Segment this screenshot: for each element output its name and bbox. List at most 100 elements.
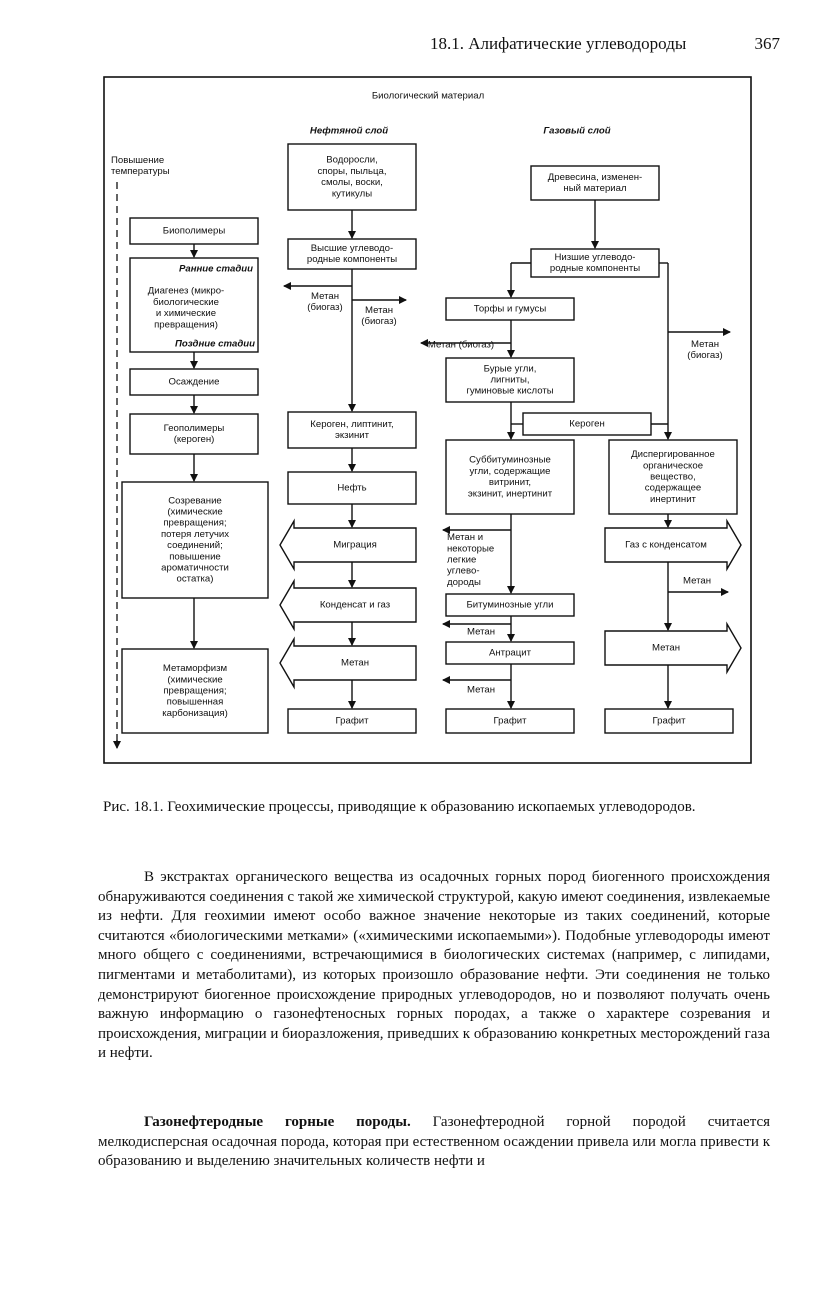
lower-hc-box [530,248,660,278]
oil-kerogen-label-line-2: экзинит [335,430,370,441]
maturation-label-line-5: соединений; [167,540,223,551]
early-stages-label: Ранние стадии [179,264,253,275]
paragraph-term: Газонефтеродные горные породы. [144,1114,411,1130]
metamorphism-label-line-2: (химические [167,674,222,685]
wood-box [530,165,660,201]
metamorphism-label-line-5: карбонизация) [162,708,228,719]
gas-graphite-1-label: Графит [494,716,528,727]
temperature-label-line-1: Повышение [111,155,164,166]
gas-column-heading: Газовый слой [543,126,610,137]
paragraph-source-rocks: Газонефтеродные горные породы. Газонефте… [98,1113,770,1172]
gas-methane-biogas-right-label-line-2: (биогаз) [687,350,723,361]
figure-frame [103,76,752,764]
algae-box [287,143,417,211]
peat-box [445,297,575,321]
metamorphism-box [121,648,269,734]
maturation-label-line-7: ароматичности [161,563,229,574]
subbituminous-label-line-3: витринит, [489,477,531,488]
oil-kerogen-box [287,411,417,449]
gas-methane-2-label: Метан [467,685,495,696]
gas-methane-right-label: Метан [652,643,680,654]
lower-hc-label-line-2: родные компоненты [550,263,640,274]
higher-hc-label-line-2: родные компоненты [307,254,397,265]
gas-graphite-1-box [445,708,575,734]
gas-kerogen-label: Кероген [569,419,605,430]
late-stages-label: Поздние стадии [175,339,255,350]
brown-coal-box [445,357,575,403]
biopolymers-box [129,217,259,245]
migration-label: Миграция [333,540,377,551]
metamorphism-label-line-4: повышенная [167,697,224,708]
wood-label-line-2: ный материал [563,183,626,194]
caption-label: Рис. 18.1. [103,799,164,815]
methane-light-hc-label-line-3: легкие [447,555,476,566]
gas-methane-1-label: Метан [467,627,495,638]
dispersed-organic-box [608,439,738,515]
subbituminous-label-line-2: угли, содержащие [469,466,550,477]
gas-methane-biogas-right-label-line-1: Метан [691,339,719,350]
condensate-gas-box [279,578,417,632]
bituminous-coal-box [445,593,575,617]
figure-caption: Рис. 18.1. Геохимические процессы, приво… [103,798,771,817]
algae-label-line-4: кутикулы [332,188,372,199]
higher-hc-label-line-1: Высшие углеводо- [311,243,393,254]
methane-light-hc-label-line-4: углево- [447,566,480,577]
dispersed-organic-label-line-5: инертинит [650,494,697,505]
geopolymers-label-line-2: (кероген) [174,434,215,445]
diagenesis-label-line-3: и химические [156,308,216,319]
migration-box [279,518,417,572]
higher-hc-box [287,238,417,270]
metamorphism-label-line-3: превращения; [163,686,226,697]
lower-hc-label-line-1: Низшие углеводо- [554,252,635,263]
caption-text: Геохимические процессы, приводящие к обр… [167,799,696,815]
sedimentation-label: Осаждение [169,377,220,388]
methane-light-hc-label-line-2: некоторые [447,543,494,554]
oil-methane-biogas-left-label-line-1: Метан [311,291,339,302]
gas-methane-right-label: Метан [683,576,711,587]
algae-label-line-1: Водоросли, [326,155,378,166]
subbituminous-box [445,439,575,515]
page-number: 367 [754,34,781,53]
gas-graphite-2-box [604,708,734,734]
gas-condensate-box [604,518,742,572]
dispersed-organic-label-line-1: Диспергированное [631,449,715,460]
algae-label-line-2: споры, пыльца, [317,166,386,177]
diagenesis-label-line-2: биологические [153,297,219,308]
dispersed-organic-label-line-4: содержащее [645,483,702,494]
peat-label: Торфы и гумусы [474,304,547,315]
diagenesis-label-line-1: Диагенез (микро- [148,286,225,297]
brown-coal-label-line-1: Бурые угли, [484,363,537,374]
oil-methane-label: Метан [341,658,369,669]
gas-kerogen-box [522,412,652,436]
maturation-label-line-8: остатка) [177,574,214,585]
temperature-label-line-2: температуры [111,166,170,177]
oil-methane-biogas-right-label-line-2: (биогаз) [361,316,397,327]
paragraph-biomarkers: В экстрактах органического вещества из о… [98,869,770,1062]
oil-label: Нефть [337,483,366,494]
diagram-title: Биологический материал [372,91,484,102]
sedimentation-box [129,368,259,396]
geopolymers-label-line-1: Геополимеры [164,423,225,434]
maturation-label-line-6: повышение [169,551,221,562]
gas-graphite-2-label: Графит [653,716,687,727]
maturation-label-line-1: Созревание [168,495,222,506]
oil-graphite-label: Графит [336,716,370,727]
maturation-label-line-2: (химические [167,507,222,518]
oil-box [287,471,417,505]
oil-column-heading: Нефтяной слой [310,126,388,137]
oil-methane-biogas-right-label-line-1: Метан [365,305,393,316]
maturation-box [121,481,269,599]
oil-kerogen-label-line-1: Кероген, липтинит, [310,419,393,430]
anthracite-box [445,641,575,665]
methane-light-hc-label-line-1: Метан и [447,532,483,543]
dispersed-organic-label-line-3: вещество, [650,472,696,483]
gas-methane-right-box [604,621,742,675]
oil-graphite-box [287,708,417,734]
oil-methane-box [279,636,417,690]
condensate-gas-label: Конденсат и газ [320,600,391,611]
brown-coal-label-line-2: лигниты, [490,375,529,386]
dispersed-organic-label-line-2: органическое [643,460,703,471]
anthracite-label: Антрацит [489,648,532,659]
methane-light-hc-label-line-5: дороды [447,577,481,588]
